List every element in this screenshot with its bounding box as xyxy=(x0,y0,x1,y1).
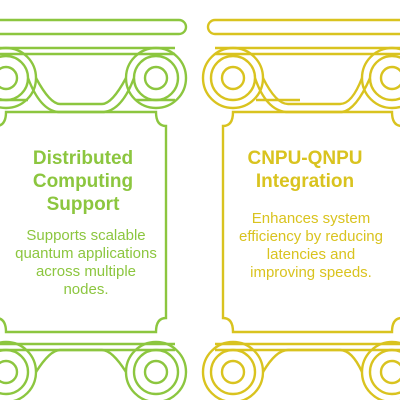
yellow-top-bar xyxy=(206,18,400,36)
green-pillar xyxy=(0,18,188,400)
pillar-description: Enhances system efficiency by reducing l… xyxy=(239,210,383,281)
pillar-description: Supports scalable quantum applications a… xyxy=(15,227,157,298)
pillar-title: Distributed Computing Support xyxy=(32,148,134,215)
yellow-pillar xyxy=(201,18,400,400)
yellow-body-frame xyxy=(221,110,400,334)
green-top-scroll xyxy=(0,46,175,102)
green-body-frame xyxy=(0,110,168,334)
green-top-bar xyxy=(0,18,188,36)
pillar-title: CNPU-QNPU Integration xyxy=(247,148,363,192)
